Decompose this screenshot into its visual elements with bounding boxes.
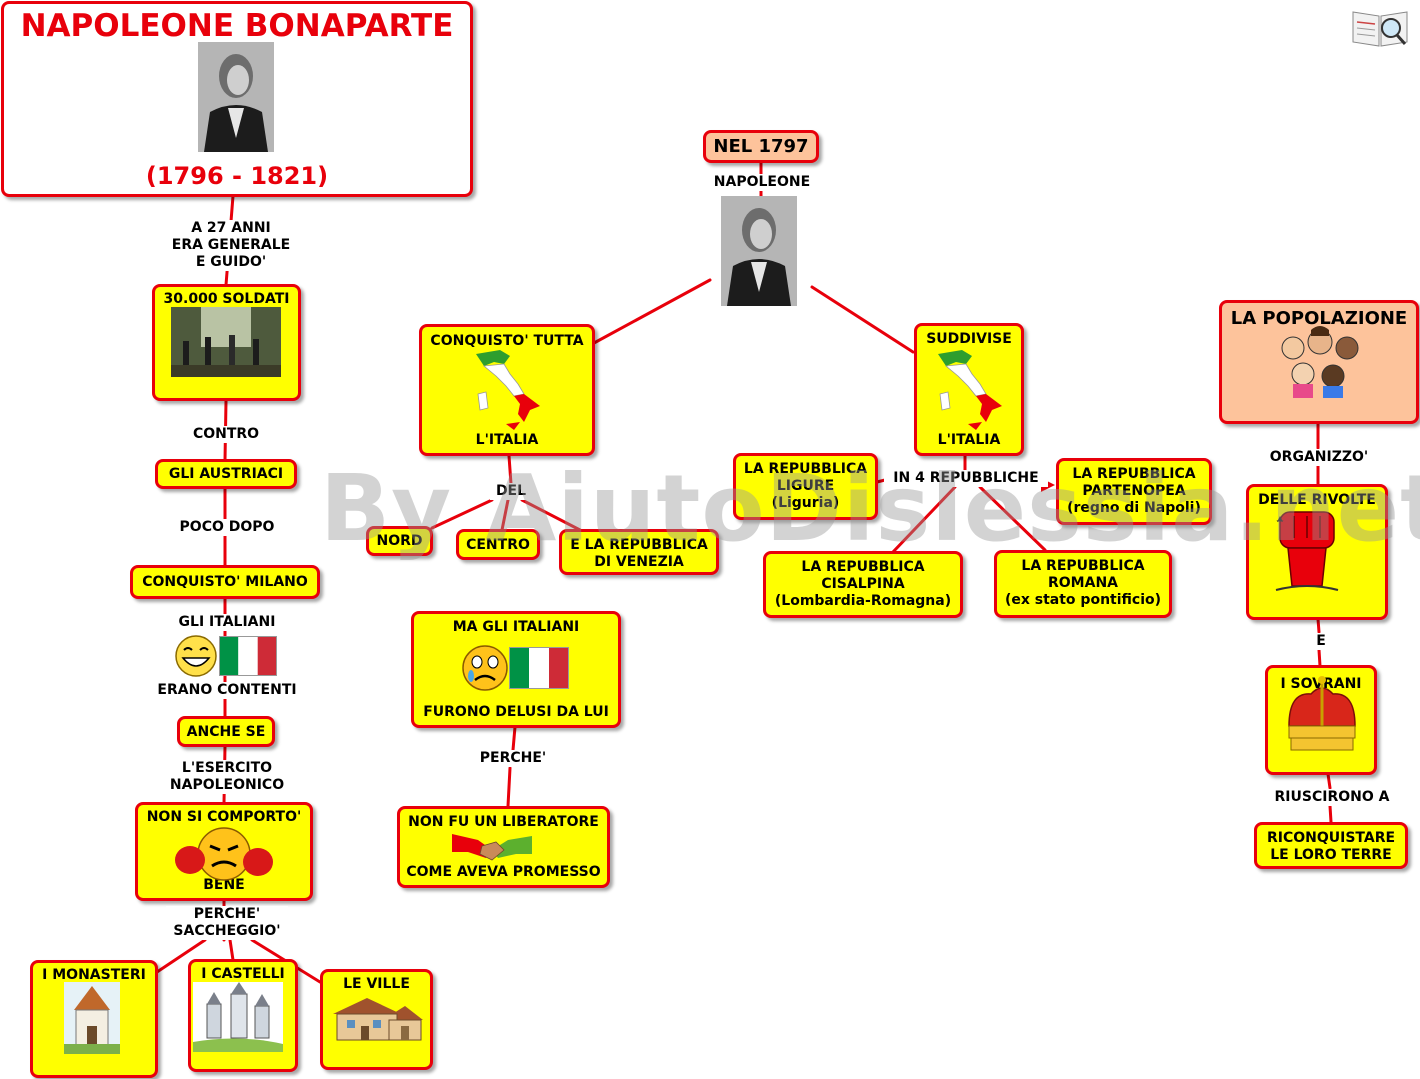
node-repubblica-cisalpina-label: LA REPUBBLICA CISALPINA (Lombardia-Romag… bbox=[774, 559, 952, 609]
edge-label-perche: PERCHE' bbox=[472, 750, 554, 767]
node-la-popolazione-label: LA POPOLAZIONE bbox=[1230, 308, 1408, 329]
node-conquisto-tutta-top: CONQUISTO' TUTTA bbox=[430, 333, 584, 349]
node-repubblica-ligure-label: LA REPUBBLICA LIGURE (Liguria) bbox=[743, 461, 868, 511]
node-repubblica-venezia[interactable]: E LA REPUBBLICA DI VENEZIA bbox=[559, 529, 719, 575]
crown-icon bbox=[1288, 676, 1356, 751]
edge-label-e: E bbox=[1308, 633, 1334, 650]
node-riconquistare[interactable]: RICONQUISTARE LE LORO TERRE bbox=[1254, 822, 1408, 869]
edge-label-generale: A 27 ANNI ERA GENERALE E GUIDO' bbox=[166, 220, 296, 271]
node-repubblica-romana-label: LA REPUBBLICA ROMANA (ex stato pontifici… bbox=[1004, 558, 1162, 608]
node-repubblica-ligure[interactable]: LA REPUBBLICA LIGURE (Liguria) bbox=[733, 453, 878, 520]
edge-label-4-repubbliche: IN 4 REPUBBLICHE bbox=[884, 470, 1048, 487]
italy-map-right-icon bbox=[938, 350, 1002, 430]
castle-icon bbox=[193, 982, 283, 1052]
people-group-icon bbox=[1281, 326, 1359, 398]
node-gli-austriaci[interactable]: GLI AUSTRIACI bbox=[155, 459, 297, 489]
node-non-fu-un-liberatore-top: NON FU UN LIBERATORE bbox=[408, 814, 599, 830]
node-centro-label: CENTRO bbox=[466, 537, 530, 553]
node-suddivise-top: SUDDIVISE bbox=[926, 331, 1012, 347]
node-anche-se-label: ANCHE SE bbox=[186, 724, 266, 740]
node-suddivise-bottom: L'ITALIA bbox=[937, 432, 1001, 448]
node-ma-gli-italiani-bottom: FURONO DELUSI DA LUI bbox=[423, 704, 609, 720]
node-repubblica-cisalpina[interactable]: LA REPUBBLICA CISALPINA (Lombardia-Romag… bbox=[763, 551, 963, 618]
node-ma-gli-italiani-top: MA GLI ITALIANI bbox=[452, 619, 580, 635]
italy-map-icon bbox=[476, 350, 540, 430]
book-magnifier-logo-icon bbox=[1352, 11, 1408, 47]
edge-label-poco-dopo: POCO DOPO bbox=[173, 519, 281, 536]
italian-flag-icon bbox=[219, 636, 277, 676]
napoleon-portrait-center-icon bbox=[721, 196, 797, 306]
monastery-icon bbox=[64, 982, 120, 1054]
node-repubblica-partenopea-label: LA REPUBBLICA PARTENOPEA (regno di Napol… bbox=[1067, 466, 1201, 516]
node-delle-rivolte[interactable]: DELLE RIVOLTE bbox=[1246, 484, 1388, 620]
node-non-fu-un-liberatore-bottom: COME AVEVA PROMESSO bbox=[406, 864, 601, 880]
node-le-ville-label: LE VILLE bbox=[343, 976, 410, 992]
edge-label-del: DEL bbox=[490, 483, 532, 500]
node-nel-1797[interactable]: NEL 1797 bbox=[703, 130, 819, 163]
node-suddivise[interactable]: SUDDIVISE L'ITALIA bbox=[914, 323, 1024, 456]
node-conquisto-tutta-bottom: L'ITALIA bbox=[475, 432, 539, 448]
edge-label-napoleone: NAPOLEONE bbox=[706, 174, 818, 191]
handshake-icon bbox=[452, 834, 532, 861]
title-node: NAPOLEONE BONAPARTE (1796 - 1821) bbox=[1, 1, 473, 197]
edge-label-organizzo: ORGANIZZO' bbox=[1262, 449, 1376, 466]
node-non-si-comporto-top: NON SI COMPORTO' bbox=[146, 809, 302, 825]
node-conquisto-milano[interactable]: CONQUISTO' MILANO bbox=[130, 565, 320, 599]
node-delle-rivolte-label: DELLE RIVOLTE bbox=[1258, 492, 1376, 508]
node-i-monasteri-label: I MONASTERI bbox=[42, 967, 146, 983]
napoleon-portrait-icon bbox=[198, 42, 274, 152]
node-non-si-comporto-bottom: BENE bbox=[203, 877, 245, 893]
edge-label-erano-contenti: ERANO CONTENTI bbox=[149, 682, 305, 699]
node-repubblica-romana[interactable]: LA REPUBBLICA ROMANA (ex stato pontifici… bbox=[994, 550, 1172, 618]
node-gli-austriaci-label: GLI AUSTRIACI bbox=[168, 466, 284, 482]
node-ma-gli-italiani[interactable]: MA GLI ITALIANI FURONO DELUSI DA LUI bbox=[411, 611, 621, 728]
angry-boxer-smiley-icon bbox=[175, 827, 273, 881]
node-nel-1797-label: NEL 1797 bbox=[713, 136, 809, 157]
node-i-monasteri[interactable]: I MONASTERI bbox=[30, 960, 158, 1078]
edge-label-riuscirono: RIUSCIRONO A bbox=[1265, 789, 1399, 806]
edge-label-contro: CONTRO bbox=[186, 426, 266, 443]
soldiers-photo-icon bbox=[171, 307, 281, 377]
node-nord-label: NORD bbox=[376, 533, 423, 549]
node-riconquistare-label: RICONQUISTARE LE LORO TERRE bbox=[1266, 830, 1396, 863]
node-la-popolazione[interactable]: LA POPOLAZIONE bbox=[1219, 300, 1419, 424]
title-years: (1796 - 1821) bbox=[145, 162, 329, 190]
node-conquisto-milano-label: CONQUISTO' MILANO bbox=[142, 574, 308, 590]
raised-fist-icon bbox=[1275, 511, 1339, 591]
node-30000-soldati-label: 30.000 SOLDATI bbox=[163, 291, 290, 307]
title-name: NAPOLEONE BONAPARTE bbox=[20, 8, 454, 44]
edge-label-saccheggio: PERCHE' SACCHEGGIO' bbox=[166, 906, 288, 940]
edge-label-esercito: L'ESERCITO NAPOLEONICO bbox=[161, 760, 293, 794]
node-repubblica-partenopea[interactable]: LA REPUBBLICA PARTENOPEA (regno di Napol… bbox=[1056, 458, 1212, 525]
node-repubblica-venezia-label: E LA REPUBBLICA DI VENEZIA bbox=[570, 537, 708, 570]
villa-icon bbox=[333, 998, 423, 1041]
edge-label-gli-italiani: GLI ITALIANI bbox=[166, 614, 288, 631]
node-nord[interactable]: NORD bbox=[366, 526, 433, 556]
smiley-crying-icon bbox=[462, 645, 508, 691]
smiley-laughing-icon bbox=[175, 635, 217, 677]
node-anche-se[interactable]: ANCHE SE bbox=[177, 716, 275, 747]
italian-flag-center-icon bbox=[509, 647, 569, 689]
node-centro[interactable]: CENTRO bbox=[456, 529, 540, 560]
node-conquisto-tutta[interactable]: CONQUISTO' TUTTA L'ITALIA bbox=[419, 324, 595, 456]
node-i-castelli-label: I CASTELLI bbox=[201, 966, 285, 982]
